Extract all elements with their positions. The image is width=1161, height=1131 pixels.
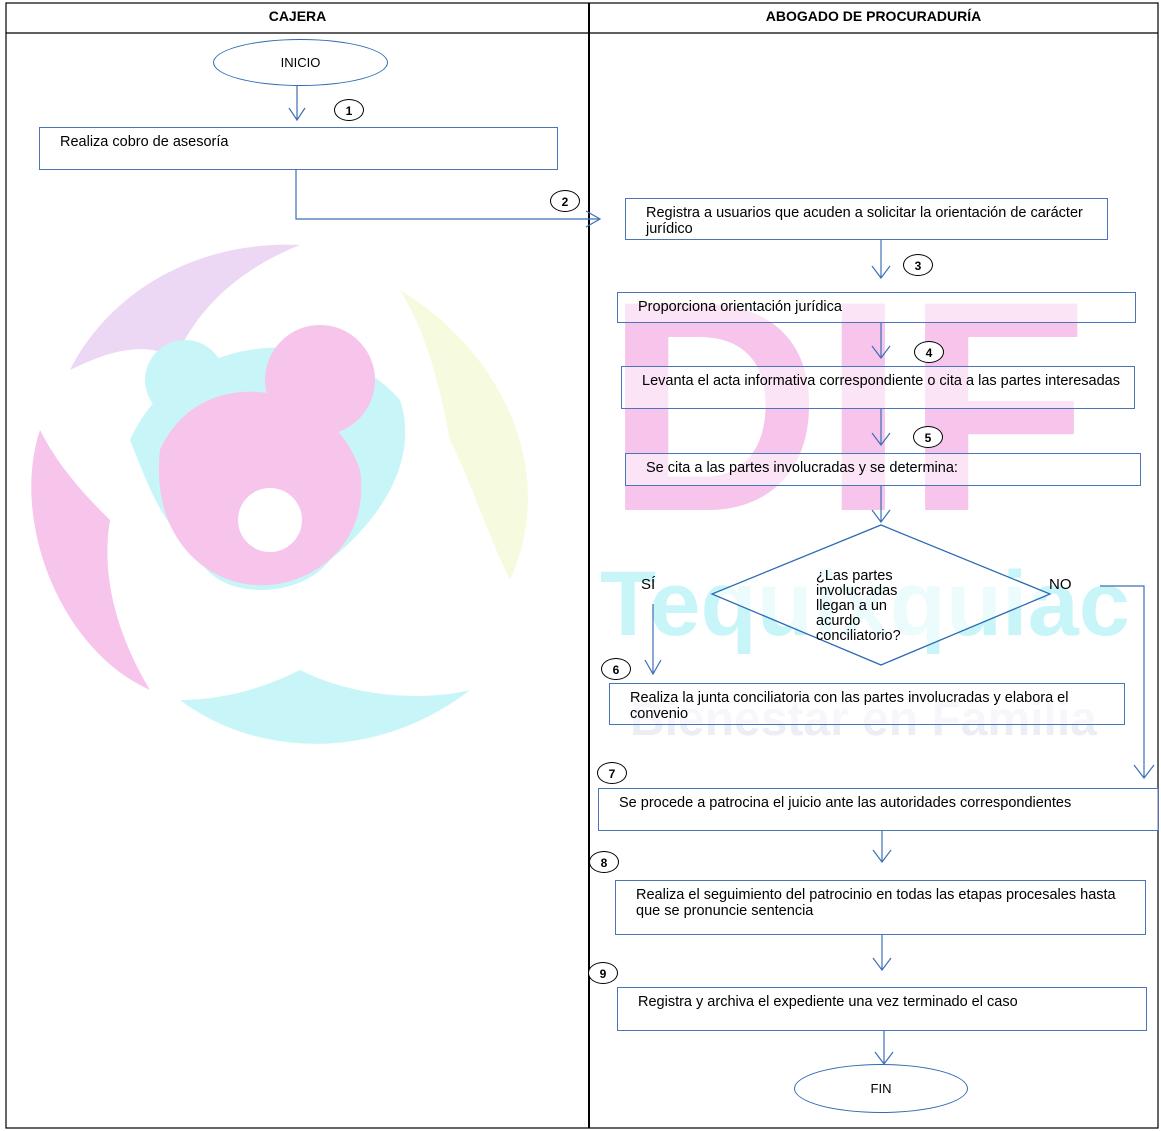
step-4-number: 4 (914, 341, 944, 363)
step-8-text: Realiza el seguimiento del patrocinio en… (636, 887, 1116, 919)
step-3-text: Proporciona orientación jurídica (638, 299, 842, 315)
step-2-text: Registra a usuarios que acuden a solicit… (646, 205, 1083, 237)
step-9-text: Registra y archiva el expediente una vez… (638, 994, 1018, 1010)
decision-line: llegan a un (816, 598, 887, 614)
decision-line: involucradas (816, 583, 898, 599)
step-1-box: Realiza cobro de asesoría (39, 127, 558, 170)
lane-header-cajera: CAJERA (268, 8, 327, 24)
start-label: INICIO (280, 55, 321, 70)
step-5-box: Se cita a las partes involucradas y se d… (625, 453, 1141, 486)
step-5-text: Se cita a las partes involucradas y se d… (646, 460, 958, 476)
step-7-box: Se procede a patrocina el juicio ante la… (598, 788, 1159, 831)
step-6-box: Realiza la junta conciliatoria con las p… (609, 683, 1125, 725)
step-2-number: 2 (550, 190, 580, 212)
lane-header-abogado: ABOGADO DE PROCURADURÍA (765, 8, 982, 24)
decision-line: ¿Las partes (816, 568, 893, 584)
step-3-number: 3 (903, 254, 933, 276)
decision-line: acurdo (816, 613, 861, 629)
step-4-box: Levanta el acta informativa correspondie… (621, 366, 1135, 409)
watermark-figures-icon (31, 244, 528, 744)
step-6-text: Realiza la junta conciliatoria con las p… (630, 690, 1069, 722)
step-5-number: 5 (913, 426, 943, 448)
decision-line: conciliatorio? (816, 628, 901, 644)
step-8-box: Realiza el seguimiento del patrocinio en… (615, 880, 1146, 935)
step-3-box: Proporciona orientación jurídica (617, 292, 1136, 323)
step-4-text: Levanta el acta informativa correspondie… (642, 373, 1120, 389)
step-6-number: 6 (601, 658, 631, 680)
step-1-number: 1 (334, 99, 364, 121)
step-7-number: 7 (597, 762, 627, 784)
step-9-box: Registra y archiva el expediente una vez… (617, 987, 1147, 1031)
end-terminator: FIN (794, 1064, 968, 1113)
decision-question: ¿Las partes involucradas llegan a un acu… (816, 569, 901, 644)
step-2-box: Registra a usuarios que acuden a solicit… (625, 198, 1108, 240)
no-branch-label: NO (1049, 576, 1072, 593)
step-8-number: 8 (589, 851, 619, 873)
yes-branch-label: SÍ (641, 576, 656, 593)
step-1-text: Realiza cobro de asesoría (60, 134, 229, 150)
end-label: FIN (870, 1081, 892, 1096)
step-7-text: Se procede a patrocina el juicio ante la… (619, 795, 1072, 811)
start-terminator: INICIO (213, 39, 388, 86)
decision-diamond (710, 524, 1052, 666)
step-9-number: 9 (588, 962, 618, 984)
